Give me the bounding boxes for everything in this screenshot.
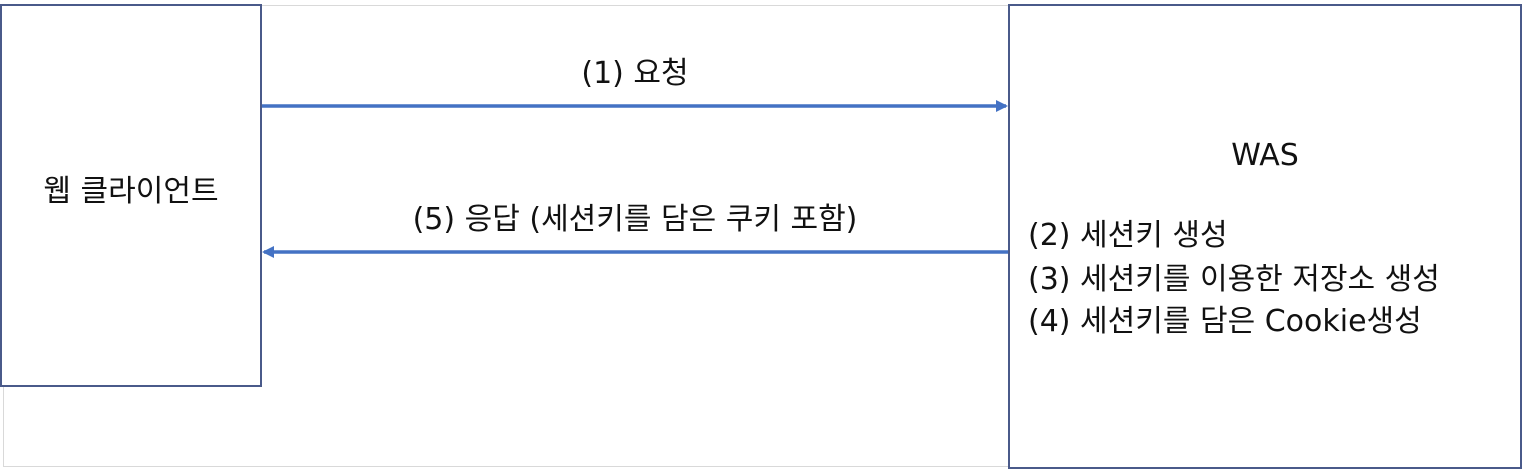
response-label: (5) 응답 (세션키를 담은 쿠키 포함) (412, 202, 858, 237)
web-client-box (0, 4, 262, 387)
was-box (1008, 4, 1522, 469)
step-4-label: (4) 세션키를 담은 Cookie생성 (1028, 304, 1422, 339)
was-label: WAS (1231, 138, 1299, 173)
request-label: (1) 요청 (581, 56, 689, 91)
step-3-label: (3) 세션키를 이용한 저장소 생성 (1028, 262, 1440, 297)
web-client-label: 웹 클라이언트 (43, 174, 219, 209)
step-2-label: (2) 세션키 생성 (1028, 218, 1228, 253)
